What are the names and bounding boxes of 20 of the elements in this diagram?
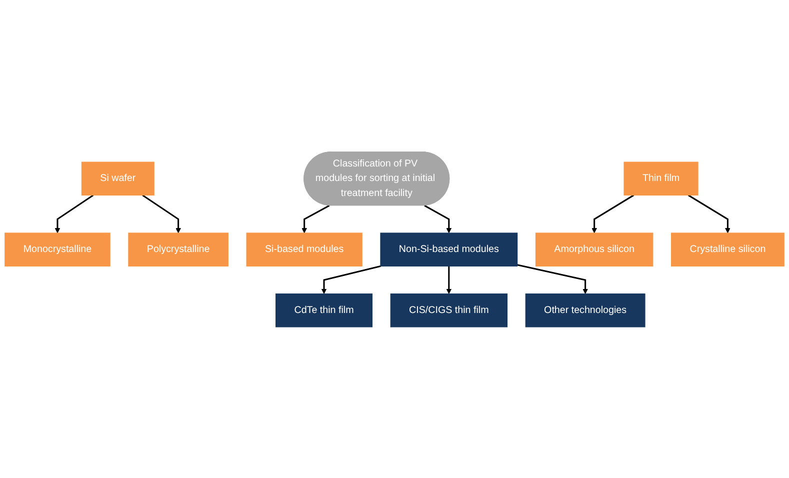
node-box: Thin film (624, 161, 698, 196)
arrow (517, 264, 588, 294)
arrow (142, 194, 181, 233)
arrow (688, 194, 730, 233)
arrow (321, 264, 381, 294)
arrow (302, 204, 330, 233)
node-box: Si-based modules (246, 232, 362, 266)
node-box: Polycrystalline (128, 232, 228, 266)
node-box: CIS/CIGS thin film (390, 293, 508, 327)
arrow (592, 194, 634, 233)
arrow (446, 266, 452, 294)
node-box: CdTe thin film (276, 293, 372, 327)
arrow (54, 194, 94, 233)
node-box: Si wafer (81, 161, 154, 196)
node-box: Non-Si-based modules (380, 232, 518, 266)
node-box: Other technologies (525, 293, 646, 327)
node-box: Monocrystalline (4, 232, 110, 266)
arrow (424, 204, 452, 233)
node-box: Crystalline silicon (671, 232, 784, 266)
node-box: Amorphous silicon (535, 232, 654, 266)
